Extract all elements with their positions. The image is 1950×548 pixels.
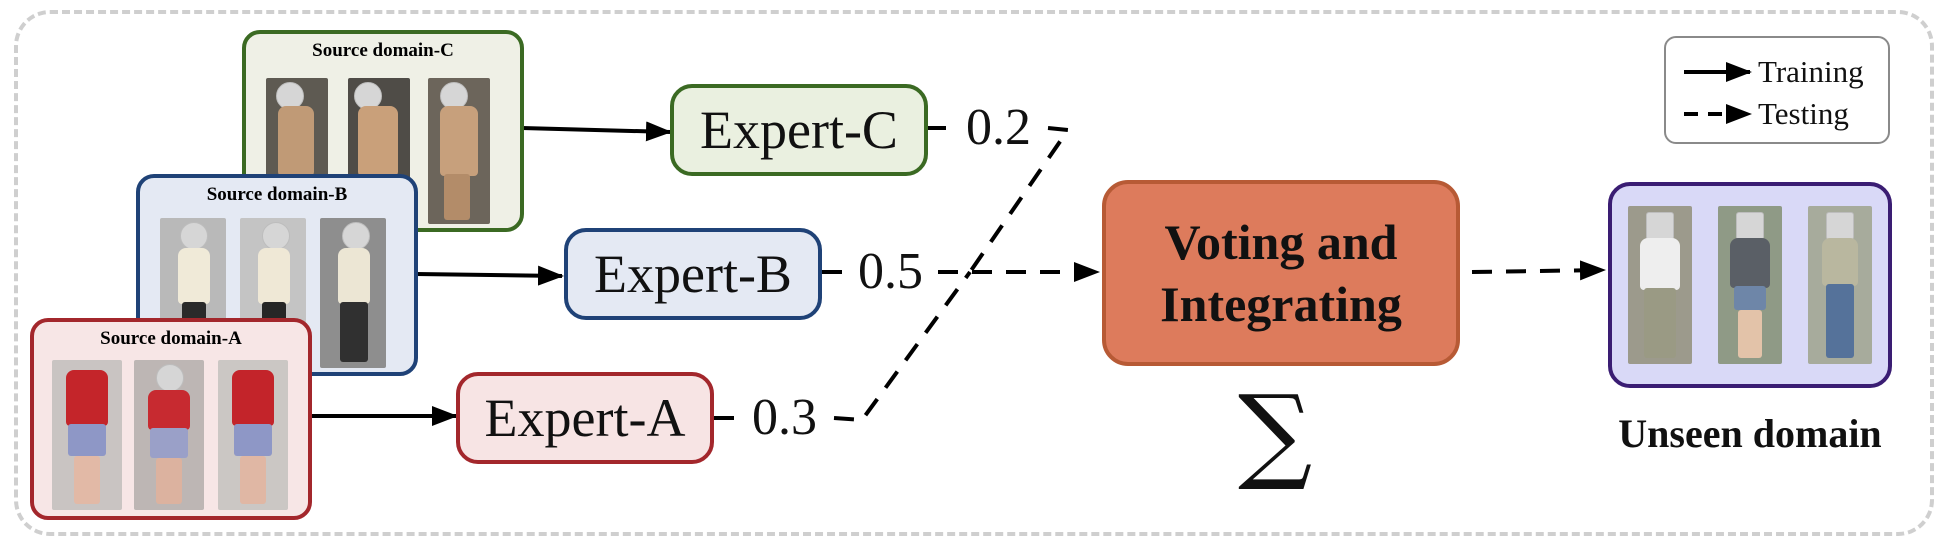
person-image	[1718, 206, 1782, 364]
training-arrow-b	[415, 265, 564, 286]
legend-training-label: Training	[1758, 54, 1864, 89]
unseen-domain-label: Unseen domain	[1618, 411, 1882, 456]
expert-a-label: Expert-A	[484, 388, 686, 448]
unseen-domain-box	[1608, 182, 1892, 388]
expert-c-weight: 0.2	[966, 99, 1031, 156]
legend-testing-label: Testing	[1758, 96, 1849, 131]
testing-path-c	[968, 126, 1072, 274]
source-domain-b-title: Source domain-B	[206, 184, 348, 205]
expert-c-box: Expert-C	[670, 84, 928, 176]
outer-frame	[14, 10, 1934, 536]
source-domain-c-title: Source domain-C	[312, 40, 454, 61]
training-arrow-c	[521, 121, 672, 142]
person-image	[218, 360, 288, 510]
person-image	[1628, 206, 1692, 364]
person-image	[428, 78, 490, 224]
testing-path-a	[833, 270, 972, 423]
expert-b-weight: 0.5	[858, 243, 923, 300]
source-domain-a: Source domain-A	[30, 318, 312, 520]
source-domain-a-title: Source domain-A	[100, 328, 242, 349]
legend-box: Training Testing	[1664, 36, 1890, 144]
expert-a-box: Expert-A	[456, 372, 714, 464]
voting-line1: Voting and	[1164, 214, 1398, 270]
expert-a-weight: 0.3	[752, 389, 817, 446]
expert-c-label: Expert-C	[700, 100, 898, 160]
testing-path-out	[1471, 260, 1606, 281]
expert-b-box: Expert-B	[564, 228, 822, 320]
person-image	[134, 360, 204, 510]
sum-symbol: ∑	[1238, 372, 1313, 494]
person-image	[1808, 206, 1872, 364]
person-image	[320, 218, 386, 368]
voting-line2: Integrating	[1160, 276, 1402, 332]
expert-b-label: Expert-B	[594, 244, 792, 304]
voting-integrating-box: Voting and Integrating	[1102, 180, 1460, 366]
person-image	[52, 360, 122, 510]
